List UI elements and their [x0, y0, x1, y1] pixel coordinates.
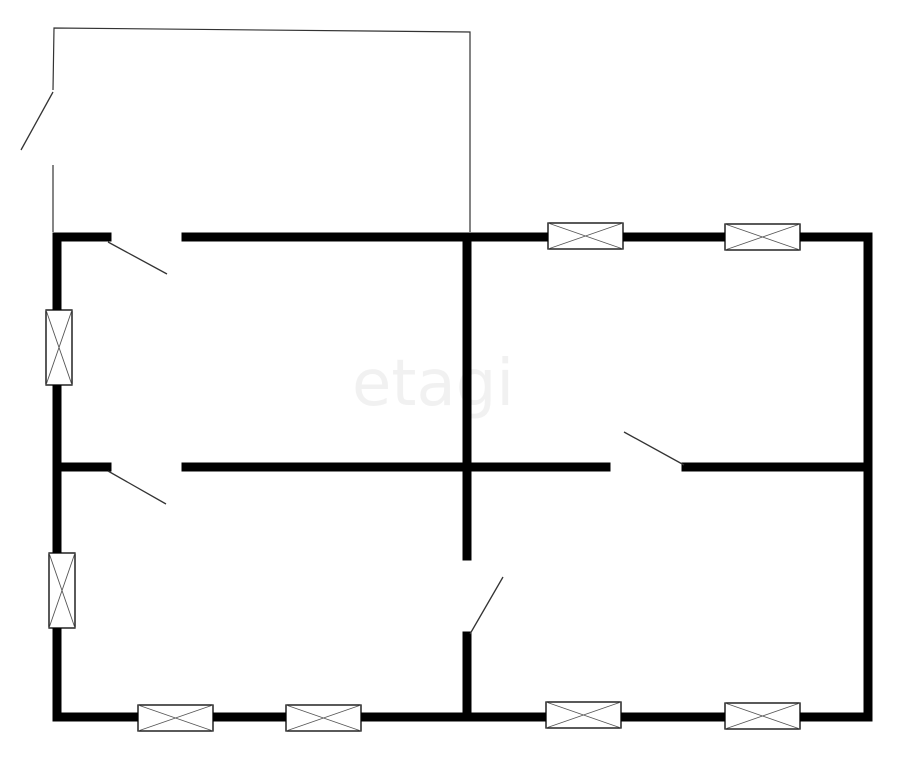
- window-bottom-2: [285, 704, 362, 732]
- door-mid-right: [623, 431, 685, 466]
- door-top-left: [107, 241, 168, 275]
- terrace-top-right: [52, 27, 471, 232]
- window-left-1: [45, 309, 73, 386]
- windows: [45, 222, 801, 732]
- window-top-2: [724, 223, 801, 251]
- window-left-2: [48, 552, 76, 629]
- terrace-outline: [20, 27, 471, 232]
- watermark: etagi: [352, 347, 514, 421]
- terrace-door-leaf: [20, 91, 54, 151]
- window-bottom-3: [545, 701, 622, 729]
- window-bottom-4: [724, 702, 801, 730]
- walls: [52, 232, 873, 722]
- window-top-1: [547, 222, 624, 250]
- window-bottom-1: [137, 704, 214, 732]
- door-center: [469, 576, 504, 635]
- doors: [107, 241, 685, 635]
- door-mid-left: [107, 470, 167, 505]
